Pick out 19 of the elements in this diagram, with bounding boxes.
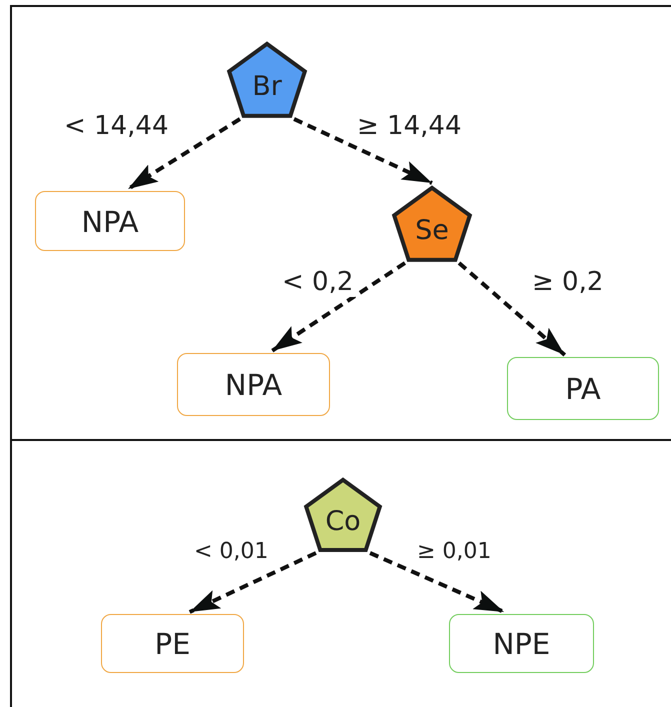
node-label: PE — [154, 627, 192, 662]
leaf-box — [449, 614, 594, 673]
arrow — [188, 551, 317, 614]
arrow — [126, 117, 241, 191]
arrow — [369, 551, 505, 614]
arrow — [293, 117, 433, 185]
node-label: Br — [251, 70, 283, 104]
arrow — [270, 261, 406, 353]
node-label: Se — [414, 214, 450, 248]
leaf-box — [507, 357, 659, 420]
node-label: Co — [324, 506, 362, 538]
leaf-box — [35, 191, 185, 251]
node-label: NPA — [224, 368, 284, 403]
leaf-box — [177, 353, 330, 416]
arrow — [458, 262, 566, 356]
leaf-box — [101, 614, 244, 673]
node-label: NPE — [492, 627, 552, 662]
node-label: PA — [564, 372, 602, 407]
node-label: NPA — [80, 204, 140, 240]
